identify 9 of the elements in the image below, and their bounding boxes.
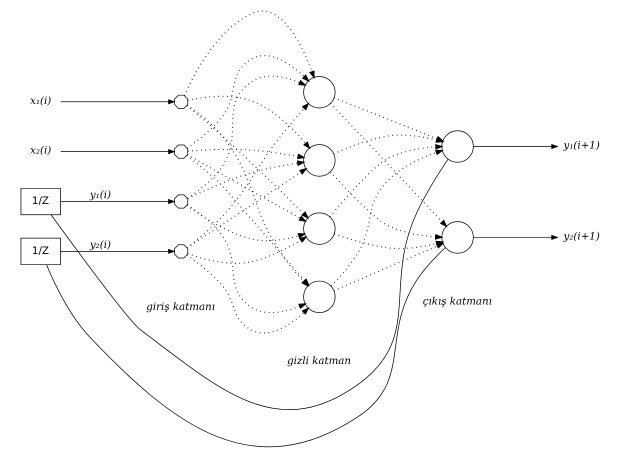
node-text: x₁(i) [30,94,52,107]
node-text: x₂(i) [30,144,52,157]
label: çıkış katmanı [422,296,492,308]
edge-label: y₁(i) [90,188,112,201]
node-text: y₂(i+1) [564,230,600,242]
label: gizli katman [287,355,352,368]
edge-label: y₂(i) [90,238,112,251]
label: giriş katmanı [146,300,216,313]
node-text: y₁(i+1) [564,139,600,152]
